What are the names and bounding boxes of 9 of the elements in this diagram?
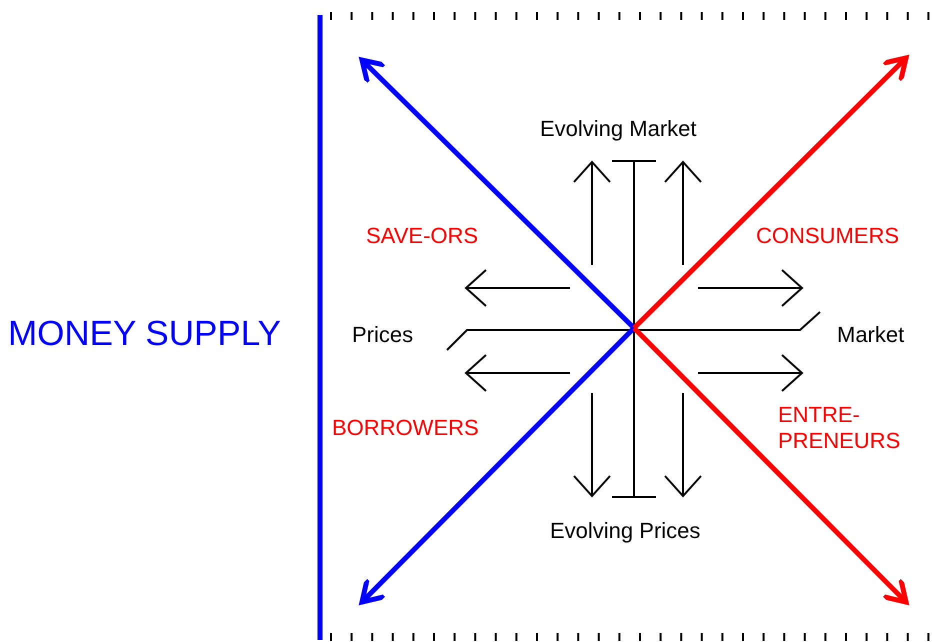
quadrant-label: CONSUMERS xyxy=(756,222,900,250)
axis-title: MONEY SUPPLY xyxy=(8,313,282,355)
axis-label: Prices xyxy=(352,321,414,349)
quadrant-label: Evolving Market xyxy=(540,115,698,143)
quadrant-label: Evolving Prices xyxy=(550,517,702,545)
quadrant-label: ENTRE- PRENEURS xyxy=(778,402,902,455)
axis-label: Market xyxy=(837,321,906,349)
quadrant-label: SAVE-ORS xyxy=(366,222,480,250)
quadrant-label: BORROWERS xyxy=(332,414,480,442)
